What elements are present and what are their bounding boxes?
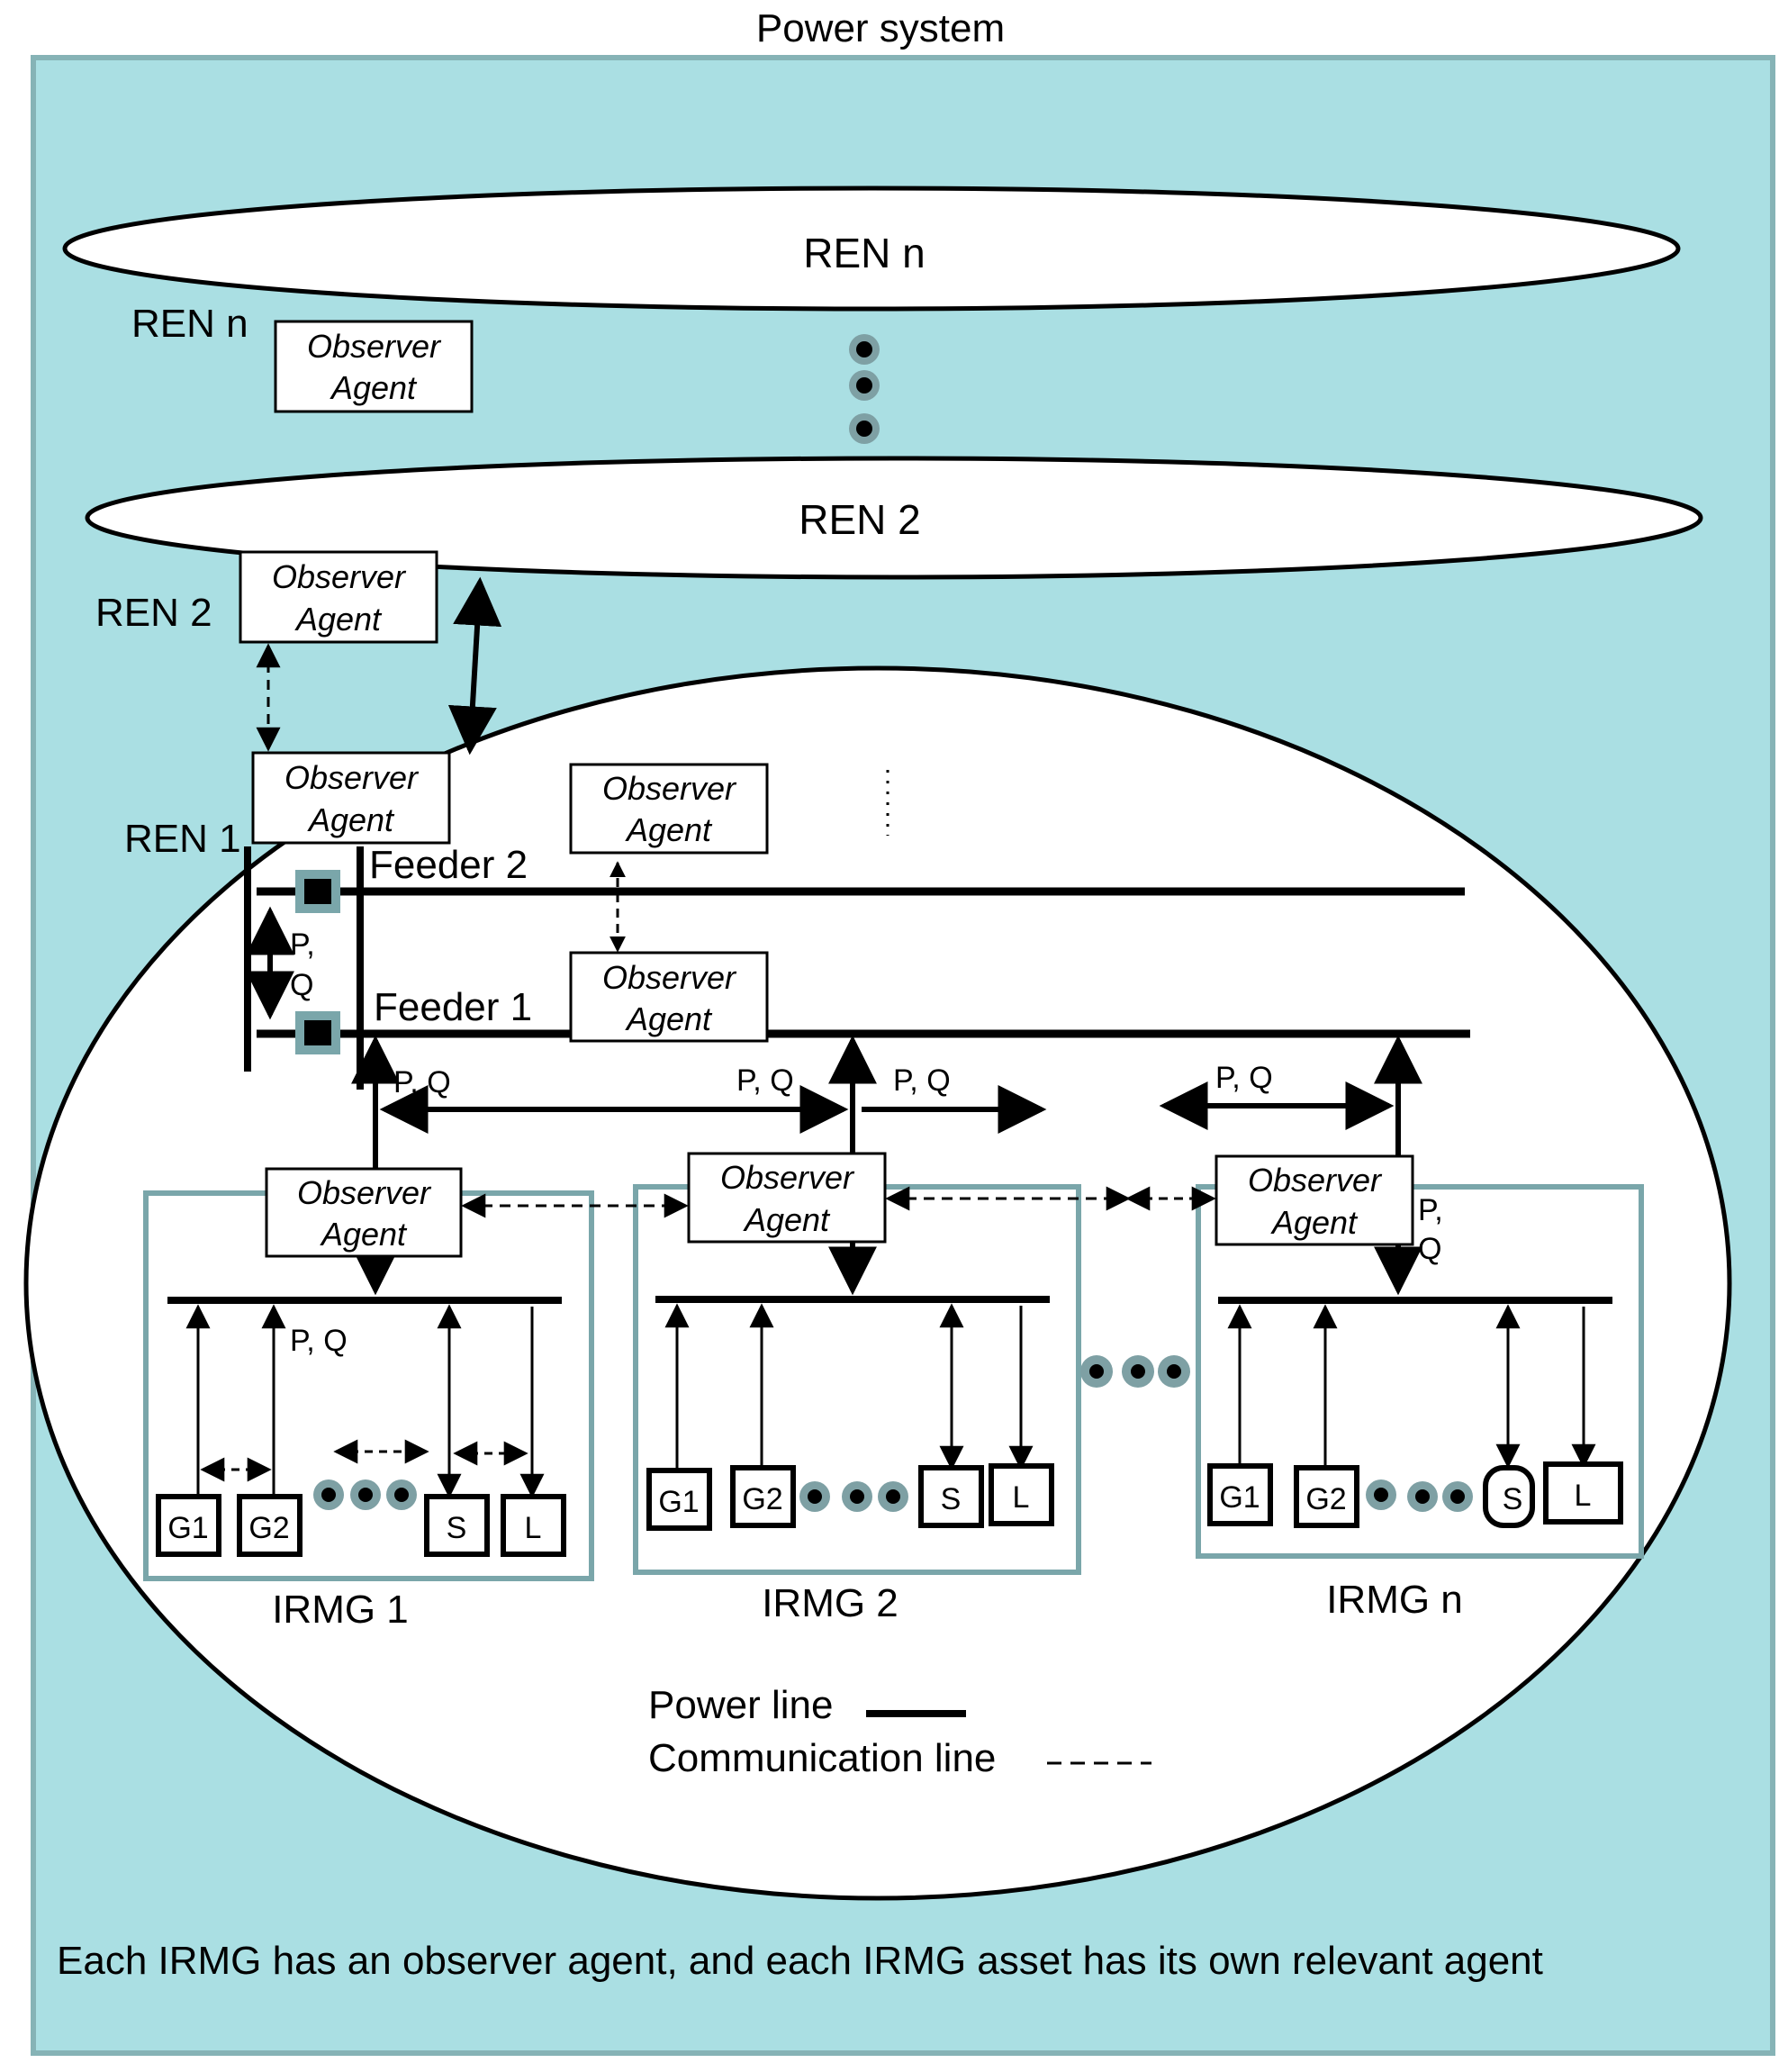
irmg-n-observer-agent: Observer Agent [1215,1154,1414,1246]
ren-2-ellipse-label: REN 2 [799,496,920,543]
irmg2-right-pq: P, Q [893,1063,951,1098]
irmg-2-g1-box [646,1468,712,1531]
irmg-2-dots [799,1481,908,1512]
irmg-1-l-label: L [525,1511,542,1545]
ren-1-label: REN 1 [124,817,241,861]
svg-text:Agent: Agent [625,811,713,848]
ren-1-observer-agent: Observer Agent [251,751,451,845]
irmgn-left-pq: P, Q [1215,1061,1273,1095]
ren-2-ellipse [85,456,1703,580]
irmg-n-g1-label: G1 [1219,1480,1260,1515]
svg-text:Agent: Agent [307,801,395,838]
irmg-n-g1-box [1207,1463,1273,1526]
svg-text:Agent: Agent [294,601,383,638]
irmg-1-g1-label: G1 [167,1511,208,1545]
irmg-1-dots [313,1479,417,1510]
svg-text:Observer: Observer [307,328,442,365]
svg-text:Observer: Observer [602,959,737,996]
irmgn-feeder-q: Q [1418,1232,1441,1266]
ren2-ren1-power-link [447,576,502,756]
irmg-2-l-label: L [1013,1480,1030,1515]
irmg-1-g1-box [156,1494,221,1557]
irmg-1-label: IRMG 1 [272,1588,409,1632]
irmg-2: Observer Agent G1 G2 S L IRMG 2 [633,1152,1081,1625]
feeder-2-label: Feeder 2 [369,843,528,887]
diagram-title: Power system [756,6,1005,50]
feeder-1-observer-agent: Observer Agent [569,951,769,1043]
svg-text:Agent: Agent [1270,1204,1359,1241]
irmg-2-observer-agent: Observer Agent [687,1152,887,1244]
svg-text:Observer: Observer [297,1174,432,1211]
irmg1-feeder-pq: P, Q [393,1065,451,1099]
feeder-1-label: Feeder 1 [374,985,532,1029]
irmg-1-g2-box [237,1494,303,1557]
irmg-2-g2-box [730,1465,796,1528]
irmg-1-s-box [424,1494,490,1557]
irmg-2-s-label: S [941,1482,962,1516]
irmg-n-g2-box [1294,1465,1359,1528]
svg-text:Observer: Observer [284,759,420,796]
ren-n-ellipse [62,185,1681,312]
irmg-2-s-box [918,1465,984,1528]
ren-1-ellipse [23,665,1732,1901]
irmg-2-label: IRMG 2 [762,1581,899,1625]
irmg-1-l-box [501,1494,566,1557]
feeder-2-breaker [295,870,340,913]
irmg1-irmg2-pq: P, Q [736,1063,794,1098]
irmg-n-s-label: S [1503,1482,1523,1516]
irmg-2-g1-label: G1 [658,1485,699,1519]
irmg-n-frame [1196,1184,1644,1559]
feeder-interconnect-p: P, [290,927,315,962]
svg-text:Observer: Observer [272,558,407,595]
legend-communication-line-label: Communication line [648,1736,996,1780]
irmg-n-label: IRMG n [1326,1578,1463,1622]
ren-n-observer-agent: Observer Agent [274,320,474,413]
ren-2-observer-agent: Observer Agent [239,550,438,644]
irmg-2-g2-label: G2 [742,1482,782,1516]
svg-text:Agent: Agent [330,369,418,406]
irmg-n-l-box [1543,1461,1623,1525]
irmg-1-s-label: S [447,1511,467,1545]
ren-n-label: REN n [131,302,248,346]
irmg-1-observer-agent: Observer Agent [265,1167,463,1258]
irmg-ellipsis-dots [1080,1355,1190,1388]
feeder-1-breaker [295,1011,340,1054]
irmg-n-dots [1366,1479,1473,1512]
feeder-2-observer-agent: Observer Agent [569,763,769,855]
feeder-interconnect-q: Q [290,968,313,1002]
irmgn-feeder-p: P, [1418,1193,1443,1227]
svg-text:Observer: Observer [1248,1162,1383,1199]
irmg-1-bus-pq: P, Q [290,1324,348,1358]
ren-2-label: REN 2 [95,591,212,635]
footnote: Each IRMG has an observer agent, and eac… [57,1939,1543,1983]
ellipsis-dots-vertical [849,334,880,444]
irmg-1: Observer Agent P, Q G1 G2 S L IRMG 1 [143,1167,594,1632]
legend: Power line Communication line [648,1683,1151,1780]
svg-text:Observer: Observer [602,770,737,807]
legend-power-line-label: Power line [648,1683,833,1727]
irmg-n: Observer Agent G1 G2 S L IRMG n [1196,1154,1644,1622]
svg-text:Agent: Agent [625,1000,713,1037]
ren-n-ellipse-label: REN n [803,230,925,276]
irmg-n-g2-label: G2 [1305,1482,1346,1516]
irmg-n-s-box [1483,1465,1535,1528]
irmg-n-l-label: L [1575,1479,1592,1513]
irmg-2-l-box [989,1463,1054,1526]
svg-text:Agent: Agent [320,1216,408,1253]
svg-text:Observer: Observer [720,1159,855,1196]
svg-text:Agent: Agent [743,1201,831,1238]
irmg-1-g2-label: G2 [248,1511,289,1545]
